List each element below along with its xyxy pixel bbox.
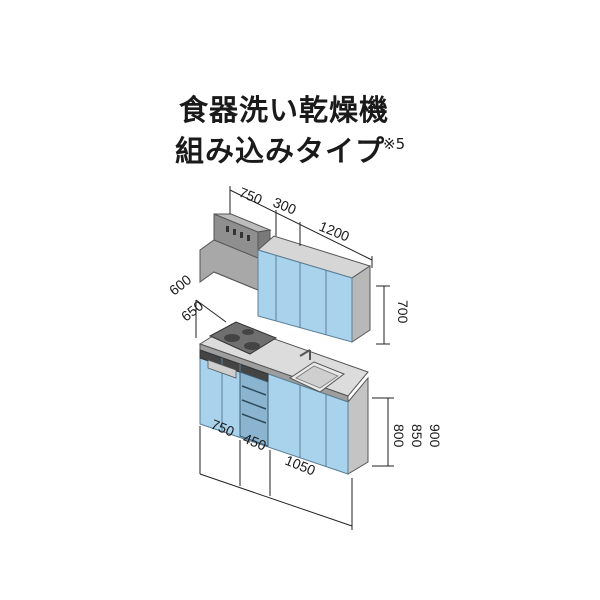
dim-depth-1: 600 [166,271,194,298]
title-line-2: 組み込みタイプ [174,134,385,168]
dim-depth-2: 650 [178,297,206,324]
footnote-mark: ※5 [383,135,406,153]
title-line-1: 食器洗い乾燥機 [178,93,389,127]
dim-counter-height-1: 800 [391,424,407,448]
wall-cabinet [256,235,372,343]
dim-upper-hood-width: 750 [237,184,265,208]
dimension-lines [195,186,394,530]
base-cabinet [198,321,369,475]
dim-upper-cabinet-width: 1200 [317,218,352,245]
dim-counter-height-2: 850 [409,424,425,448]
dim-counter-height-3: 900 [427,424,443,448]
dim-upper-height: 700 [395,300,411,324]
dim-upper-filler-width: 300 [271,194,299,218]
